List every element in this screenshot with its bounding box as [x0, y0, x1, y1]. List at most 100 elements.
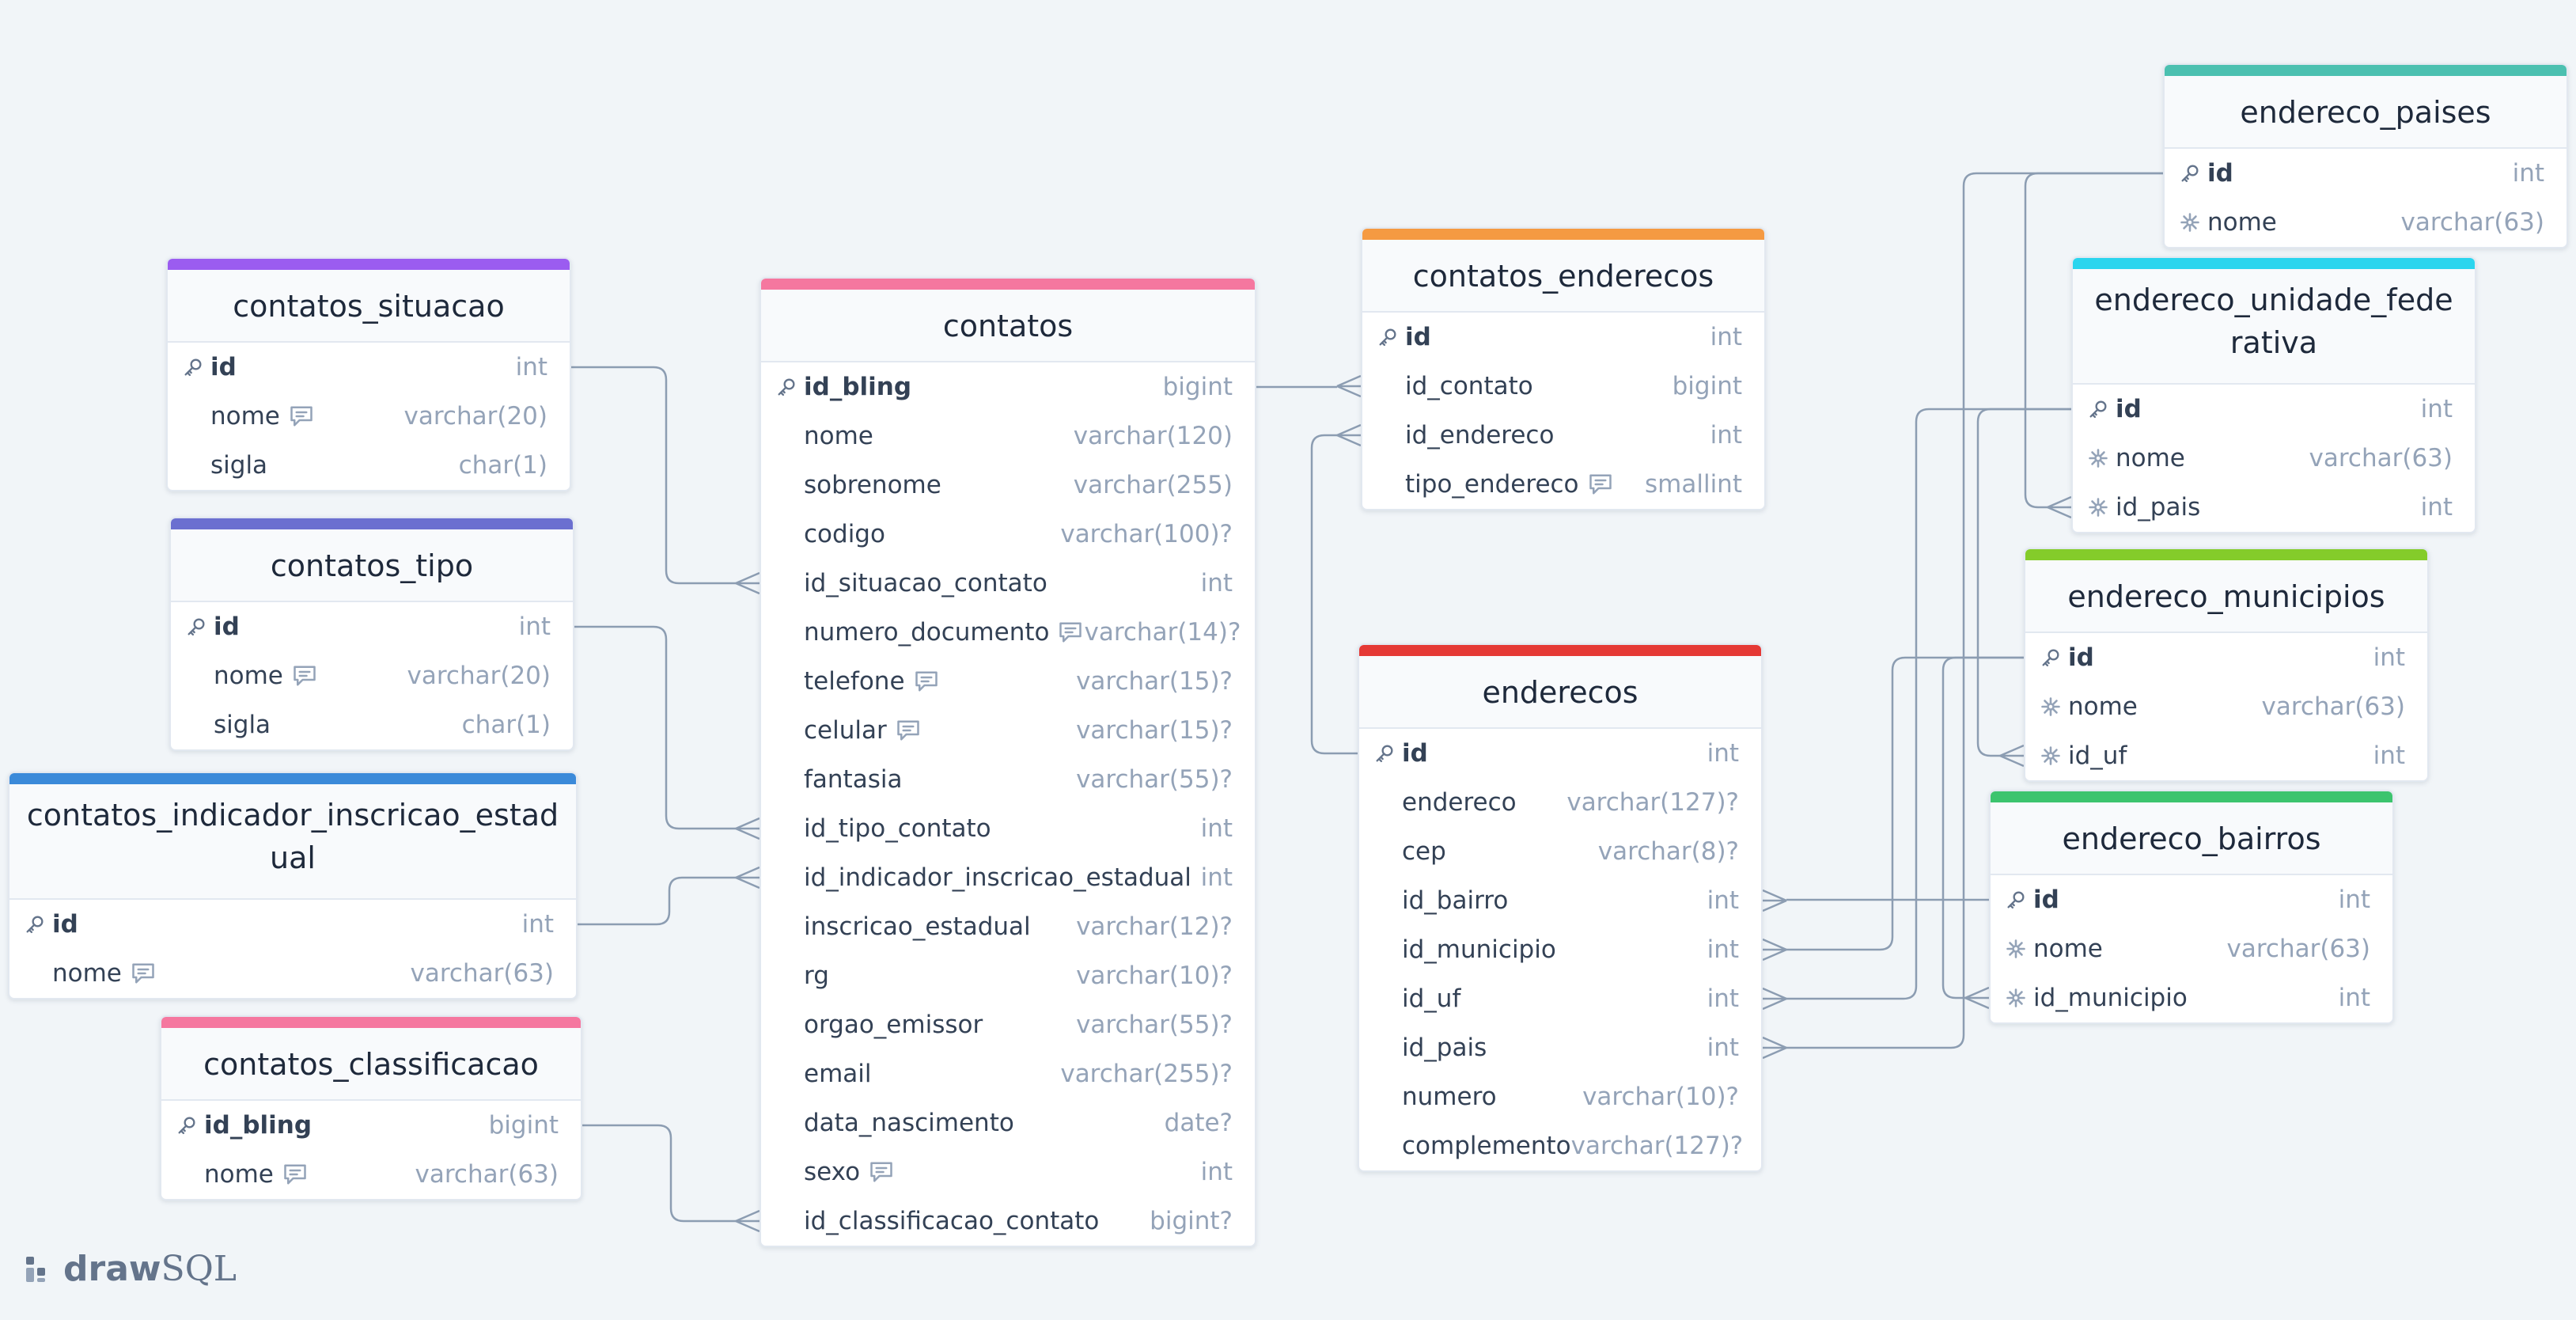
column-name-text: id [52, 910, 78, 939]
comment-icon[interactable] [1587, 472, 1614, 496]
comment-icon[interactable] [913, 669, 940, 693]
table-title[interactable]: contatos_classificacao [161, 1028, 581, 1101]
table-title[interactable]: endereco_bairros [1991, 802, 2392, 875]
table-title[interactable]: contatos [761, 290, 1255, 362]
column-type: varchar(14)? [1084, 618, 1241, 647]
comment-icon[interactable] [288, 404, 315, 428]
crows-foot-marker [1762, 938, 1787, 962]
column-name: sigla [210, 451, 459, 480]
table-title[interactable]: endereco_paises [2165, 76, 2567, 149]
column-name: id [52, 910, 522, 939]
column-name: nome [2033, 935, 2227, 963]
table-title[interactable]: enderecos [1359, 656, 1761, 729]
crows-foot-marker [735, 866, 760, 889]
column-name: sexo [804, 1158, 1201, 1186]
table-title[interactable]: contatos_enderecos [1362, 240, 1764, 313]
comment-icon[interactable] [282, 1163, 309, 1186]
table-title[interactable]: contatos_indicador_inscricao_estadual [9, 784, 576, 900]
table-title[interactable]: contatos_tipo [171, 529, 573, 602]
column-name: id_situacao_contato [804, 569, 1201, 597]
comment-icon[interactable] [1057, 620, 1084, 644]
comment-icon[interactable] [130, 962, 157, 985]
comment-icon[interactable] [868, 1160, 895, 1184]
comment-icon[interactable] [895, 719, 922, 742]
table-title[interactable]: contatos_situacao [168, 270, 570, 343]
column-type: varchar(8)? [1597, 837, 1739, 866]
table-title[interactable]: endereco_municipios [2025, 560, 2427, 633]
column-type: varchar(12)? [1076, 912, 1233, 941]
table-title[interactable]: endereco_unidade_federativa [2073, 269, 2475, 385]
primary-key-icon [176, 1114, 204, 1136]
comment-icon[interactable] [291, 664, 318, 688]
drawsql-logo[interactable]: draw SQL [24, 1249, 237, 1289]
primary-key-icon [1373, 742, 1402, 764]
column-name: id [210, 353, 516, 381]
column-name-text: id_uf [1402, 984, 1461, 1013]
